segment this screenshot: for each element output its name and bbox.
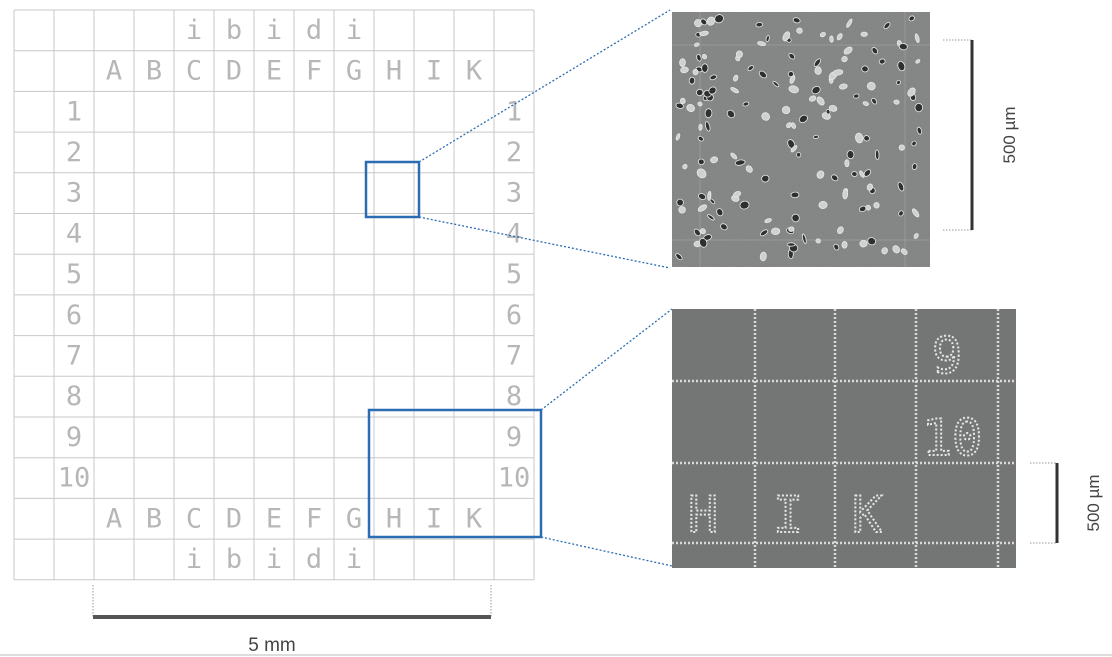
cell: [679, 59, 685, 67]
grid-row-label-right: 3: [506, 178, 522, 209]
cell: [861, 32, 867, 36]
grid-row-label-left: 4: [66, 218, 82, 249]
grid-row-label-left: 3: [66, 178, 82, 209]
grid-row-label-left: 8: [66, 381, 82, 412]
grid-column-label-top: I: [426, 56, 442, 87]
grid-column-label-bottom: D: [226, 503, 242, 534]
inset-label-k: K: [852, 486, 882, 544]
grid-column-label-bottom: A: [106, 503, 122, 534]
cell: [912, 163, 918, 170]
grid-row-label-right: 5: [506, 259, 522, 290]
grid-bottom-label: i: [186, 544, 202, 575]
grid-row-label-left: 9: [66, 422, 82, 453]
cell: [699, 124, 703, 130]
cell: [842, 241, 848, 248]
grid-row-label-right: 2: [506, 137, 522, 168]
grid-column-label-bottom: H: [386, 503, 402, 534]
cell: [771, 228, 780, 235]
grid-top-label: d: [306, 15, 322, 46]
cell: [693, 69, 698, 75]
cell: [760, 252, 767, 261]
grid-bottom-label: b: [226, 544, 242, 575]
cell: [787, 243, 795, 246]
grid-bottom-label: i: [266, 544, 282, 575]
grid-column-label-bottom: C: [186, 503, 202, 534]
cell: [756, 22, 763, 27]
grid-column-label-top: E: [266, 56, 282, 87]
cell: [843, 189, 848, 199]
grid-row-label-right: 7: [506, 340, 522, 371]
grid-column-label-bottom: E: [266, 503, 282, 534]
grid-bottom-label: i: [346, 544, 362, 575]
grid-column-label-bottom: G: [346, 503, 362, 534]
cell: [845, 160, 849, 167]
cell: [796, 28, 803, 34]
micrograph-inset-bottom: 9 10 H I K: [672, 309, 1016, 568]
cell: [819, 201, 828, 209]
grid-row-label-right: 9: [506, 422, 522, 453]
scale-bar-bottom: 500 µm: [1030, 463, 1103, 543]
cell: [915, 103, 923, 112]
grid-column-label-top: C: [186, 56, 202, 87]
cell: [874, 202, 880, 208]
grid-row-label-left: 6: [66, 300, 82, 331]
grid-row-label-left: 5: [66, 259, 82, 290]
grid-column-label-top: F: [306, 56, 322, 87]
connector-lines: [419, 10, 672, 566]
cell: [736, 51, 743, 58]
grid-column-label-top: H: [386, 56, 402, 87]
grid-column-label-bottom: B: [146, 503, 162, 534]
cell: [847, 150, 854, 159]
grid-top-label: i: [186, 15, 202, 46]
cell: [796, 152, 801, 157]
cell: [705, 108, 712, 117]
inset-label-9: 9: [932, 327, 962, 385]
scale-label-main: 5 mm: [248, 635, 296, 656]
cell: [782, 106, 790, 114]
grid-column-label-top: A: [106, 56, 122, 87]
cell: [853, 94, 859, 99]
cell: [791, 192, 799, 198]
grid-column-label-bottom: K: [466, 503, 483, 534]
grid-row-label-right: 4: [506, 218, 522, 249]
grid-row-label-left: 10: [58, 463, 91, 494]
cell: [894, 100, 900, 105]
grid-column-label-bottom: F: [306, 503, 322, 534]
cell: [829, 36, 833, 43]
inset-label-10: 10: [922, 409, 982, 467]
grid-top-label: b: [226, 15, 242, 46]
grid-column-label-top: K: [466, 56, 483, 87]
coverslip-grid: [14, 10, 534, 580]
inset-label-h: H: [688, 486, 718, 544]
cell: [680, 98, 685, 104]
grid-row-label-left: 1: [66, 96, 82, 127]
grid-row-label-right: 6: [506, 300, 522, 331]
scale-bar-top: 500 µm: [943, 40, 1019, 230]
scale-label-bottom: 500 µm: [1084, 474, 1103, 531]
grid-row-label-right: 10: [498, 463, 531, 494]
cell: [696, 89, 703, 96]
scale-label-top: 500 µm: [1000, 106, 1019, 163]
micrograph-inset-top: [672, 12, 930, 267]
grid-row-label-right: 8: [506, 381, 522, 412]
grid-bottom-label: d: [306, 544, 322, 575]
cell: [689, 77, 695, 84]
grid-column-label-top: B: [146, 56, 162, 87]
grid-column-label-bottom: I: [426, 503, 442, 534]
grid-top-label: i: [346, 15, 362, 46]
grid-row-label-left: 7: [66, 340, 82, 371]
grid-top-label: i: [266, 15, 282, 46]
cell: [702, 64, 709, 73]
cell: [875, 150, 879, 160]
grid-column-label-top: G: [346, 56, 362, 87]
cell: [815, 67, 822, 75]
scale-bar-main: 5 mm: [93, 585, 491, 656]
cell: [861, 65, 869, 72]
grid-column-label-top: D: [226, 56, 242, 87]
inset-label-i: I: [773, 486, 803, 544]
grid-row-label-left: 2: [66, 137, 82, 168]
